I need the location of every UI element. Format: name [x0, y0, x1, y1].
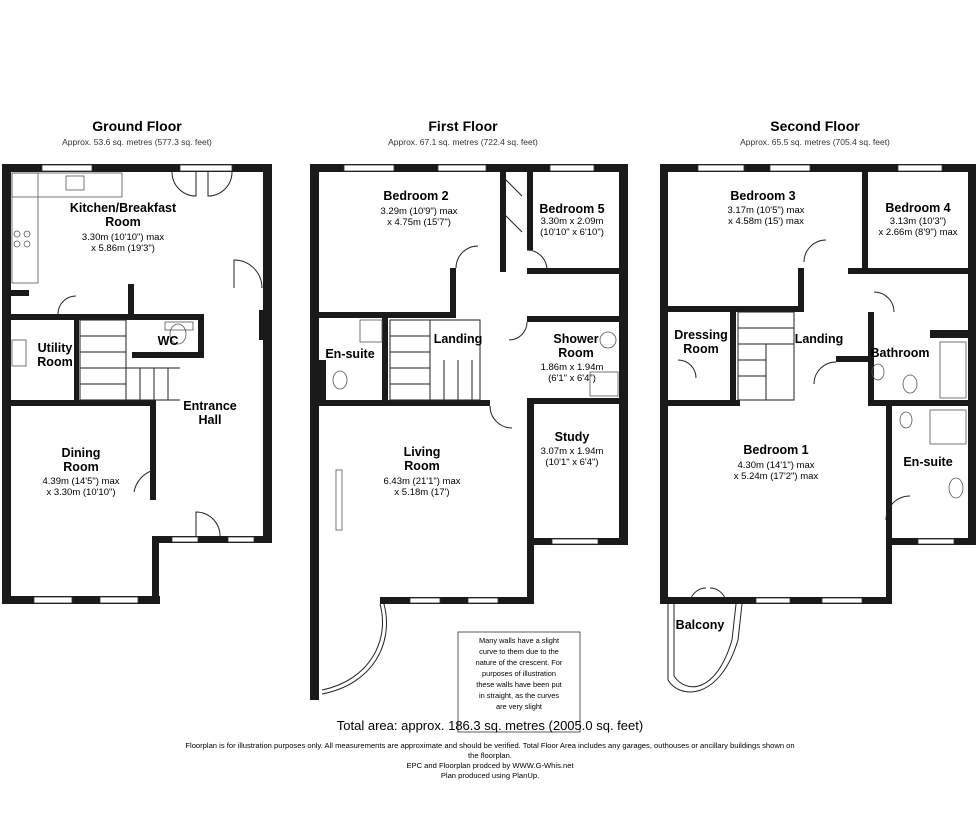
room-dimensions: 3.13m (10'3"): [890, 216, 946, 227]
room-name: Shower: [553, 332, 598, 346]
room-name: Hall: [199, 413, 222, 427]
room-name: Room: [404, 459, 439, 473]
disclaimer-line: Floorplan is for illustration purposes o…: [185, 741, 794, 750]
room-study: Study 3.07m x 1.94m (10'1" x 6'4"): [541, 430, 604, 468]
room-name: En-suite: [325, 347, 374, 361]
room-name: Kitchen/Breakfast: [70, 201, 177, 215]
room-labels: Kitchen/Breakfast Room 3.30m (10'10") ma…: [37, 189, 958, 632]
room-name: Room: [683, 342, 718, 356]
room-name: Dining: [62, 446, 101, 460]
room-name: Room: [63, 460, 98, 474]
first-floor-title: First Floor: [428, 118, 498, 134]
room-name: Bathroom: [870, 346, 929, 360]
disclaimer-line: Plan produced using PlanUp.: [441, 771, 539, 780]
footer: Total area: approx. 186.3 sq. metres (20…: [185, 718, 794, 780]
room-dimensions: 3.07m x 1.94m: [541, 446, 604, 457]
room-name: WC: [158, 334, 179, 348]
room-name: Bedroom 1: [743, 443, 808, 457]
room-dimensions: 3.17m (10'5") max: [728, 205, 805, 216]
room-dining: Dining Room 4.39m (14'5") max x 3.30m (1…: [43, 446, 120, 498]
room-dimensions: 6.43m (21'1") max: [384, 476, 461, 487]
room-dimensions: (10'1" x 6'4"): [545, 457, 598, 468]
room-dimensions: x 3.30m (10'10"): [46, 487, 115, 498]
room-landing-second: Landing: [795, 332, 844, 346]
disclaimer-line: the floorplan.: [468, 751, 512, 760]
room-name: Entrance: [183, 399, 237, 413]
room-entrance-hall: Entrance Hall: [183, 399, 237, 427]
room-dimensions: 3.30m x 2.09m: [541, 216, 604, 227]
room-dimensions: x 5.18m (17'): [394, 487, 449, 498]
note-line: curve to them due to the: [479, 647, 559, 656]
curved-walls-note: Many walls have a slight curve to them d…: [457, 631, 581, 733]
room-dimensions: (10'10" x 6'10"): [540, 227, 604, 238]
room-en-suite-first: En-suite: [325, 347, 374, 361]
note-line: nature of the crescent. For: [476, 658, 563, 667]
room-balcony: Balcony: [676, 618, 725, 632]
room-name: Bedroom 2: [383, 189, 448, 203]
second-floor-area: Approx. 65.5 sq. metres (705.4 sq. feet): [740, 137, 890, 147]
room-dimensions: x 5.86m (19'3"): [91, 243, 155, 254]
room-name: Bedroom 3: [730, 189, 795, 203]
room-wc: WC: [158, 334, 179, 348]
first-floor-plan: First Floor Approx. 67.1 sq. metres (722…: [310, 118, 628, 700]
room-dimensions: x 4.58m (15') max: [728, 216, 804, 227]
room-name: En-suite: [903, 455, 952, 469]
room-name: Landing: [434, 332, 483, 346]
ground-floor-plan: Ground Floor Approx. 53.6 sq. metres (57…: [2, 118, 272, 604]
room-en-suite-second: En-suite: [903, 455, 952, 469]
note-line: purposes of illustration: [482, 669, 556, 678]
room-bedroom-4: Bedroom 4 3.13m (10'3") x 2.66m (8'9") m…: [878, 201, 957, 238]
room-landing-first: Landing: [434, 332, 483, 346]
room-dimensions: x 2.66m (8'9") max: [878, 227, 957, 238]
note-line: these walls have been put: [476, 680, 561, 689]
room-kitchen-breakfast: Kitchen/Breakfast Room 3.30m (10'10") ma…: [70, 201, 177, 254]
room-name: Living: [404, 445, 441, 459]
ground-floor-title: Ground Floor: [92, 118, 182, 134]
room-dimensions: 4.39m (14'5") max: [43, 476, 120, 487]
room-name: Utility: [38, 341, 73, 355]
room-dressing: Dressing Room: [674, 328, 728, 356]
room-dimensions: (6'1" x 6'4"): [548, 373, 596, 384]
room-dimensions: x 5.24m (17'2") max: [734, 471, 819, 482]
note-line: are very slight: [496, 702, 542, 711]
room-bathroom: Bathroom: [870, 346, 929, 360]
second-floor-title: Second Floor: [770, 118, 860, 134]
room-dimensions: 1.86m x 1.94m: [541, 362, 604, 373]
room-name: Bedroom 4: [885, 201, 950, 215]
total-area: Total area: approx. 186.3 sq. metres (20…: [337, 718, 643, 733]
room-dimensions: x 4.75m (15'7"): [387, 217, 451, 228]
second-floor-plan: Second Floor Approx. 65.5 sq. metres (70…: [660, 118, 976, 693]
room-name: Bedroom 5: [539, 202, 604, 216]
room-dimensions: 3.29m (10'9") max: [381, 206, 458, 217]
room-name: Balcony: [676, 618, 725, 632]
note-line: in straight, as the curves: [479, 691, 559, 700]
ground-floor-area: Approx. 53.6 sq. metres (577.3 sq. feet): [62, 137, 212, 147]
first-floor-area: Approx. 67.1 sq. metres (722.4 sq. feet): [388, 137, 538, 147]
room-bedroom-1: Bedroom 1 4.30m (14'1") max x 5.24m (17'…: [734, 443, 819, 482]
room-name: Landing: [795, 332, 844, 346]
room-name: Study: [555, 430, 590, 444]
room-name: Room: [558, 346, 593, 360]
room-name: Dressing: [674, 328, 728, 342]
room-living: Living Room 6.43m (21'1") max x 5.18m (1…: [384, 445, 461, 498]
room-dimensions: 3.30m (10'10") max: [82, 232, 165, 243]
room-shower: Shower Room 1.86m x 1.94m (6'1" x 6'4"): [541, 332, 604, 384]
room-dimensions: 4.30m (14'1") max: [738, 460, 815, 471]
room-bedroom-3: Bedroom 3 3.17m (10'5") max x 4.58m (15'…: [728, 189, 805, 227]
room-bedroom-2: Bedroom 2 3.29m (10'9") max x 4.75m (15'…: [381, 189, 458, 228]
note-line: Many walls have a slight: [479, 636, 559, 645]
room-name: Room: [105, 215, 140, 229]
room-name: Room: [37, 355, 72, 369]
disclaimer-line: EPC and Floorplan prodced by WWW.G-Whis.…: [406, 761, 574, 770]
room-utility: Utility Room: [37, 341, 72, 369]
room-bedroom-5: Bedroom 5 3.30m x 2.09m (10'10" x 6'10"): [539, 202, 604, 238]
